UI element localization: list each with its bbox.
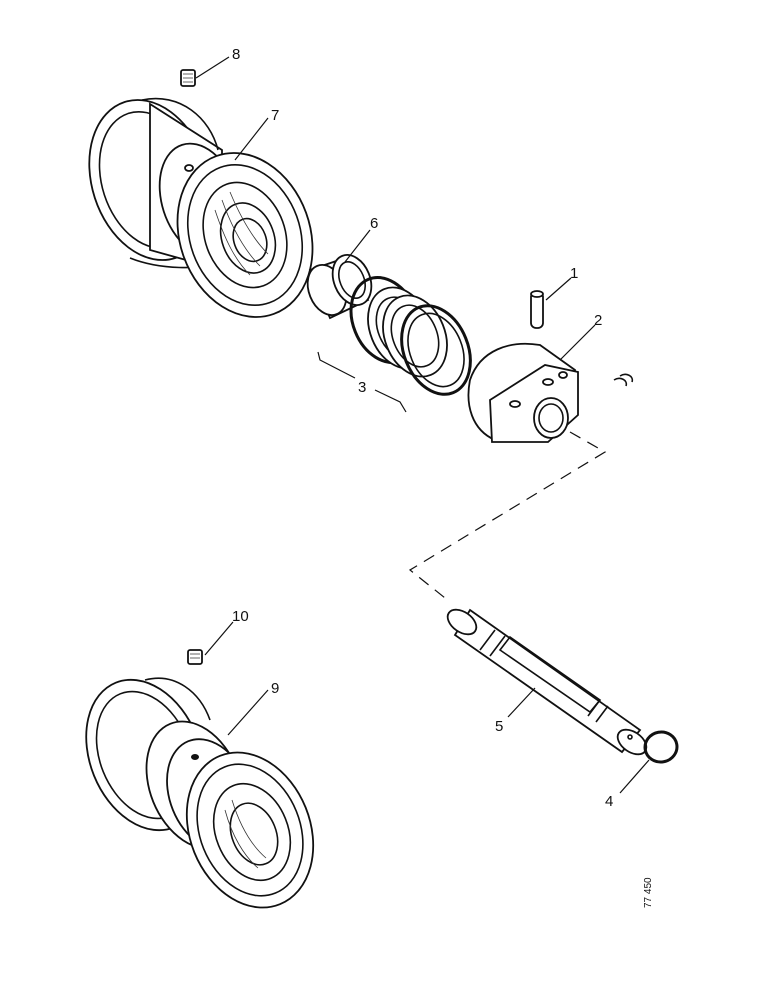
leader-lines [195,56,650,794]
callout-8: 8 [232,46,240,63]
lower-track-roller [85,677,315,909]
callout-7: 7 [271,107,279,124]
end-collar [467,342,579,443]
sleeve-bushing [306,254,373,320]
upper-track-roller [88,97,314,318]
filler-plug-upper [180,69,196,87]
figure-code: 77 450 [643,877,654,908]
roller-shaft [446,608,648,756]
retaining-screws [613,373,634,387]
callout-5: 5 [495,718,503,735]
callout-4: 4 [605,793,613,810]
o-ring [643,730,679,764]
alignment-line [408,431,607,599]
filler-plug-lower [187,649,203,665]
callout-6: 6 [370,215,378,232]
callout-3: 3 [358,379,366,396]
callout-2: 2 [594,312,602,329]
callout-1: 1 [570,265,578,282]
seal-assembly [349,275,472,396]
callout-10: 10 [232,608,249,625]
callout-3-bracket [317,351,407,413]
callout-9: 9 [271,680,279,697]
roll-pin [530,290,544,329]
